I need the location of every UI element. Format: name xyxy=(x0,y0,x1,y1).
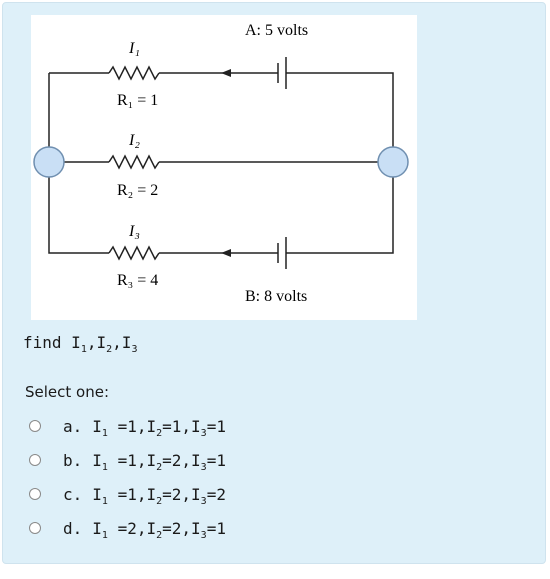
current-2-label: I₂ xyxy=(128,132,140,149)
select-prompt: Select one: xyxy=(25,383,110,401)
current-1-label: I₁ xyxy=(128,40,140,57)
question-sub-2: 2 xyxy=(106,344,113,355)
option-b[interactable]: b. I1 =1,I2=2,I3=1 xyxy=(29,443,429,477)
current-arrow-3 xyxy=(221,249,231,257)
top-wire-right xyxy=(286,72,394,162)
option-letter: c. xyxy=(63,484,83,504)
circuit-figure: A: 5 volts I₁ R₁ = 1 I₂ R₂ = 2 I₃ R₃ = 4… xyxy=(31,15,417,320)
option-text: I1 =1,I2=2,I3=1 xyxy=(92,450,226,473)
resistor-3-label: R₃ = 4 xyxy=(117,272,158,289)
question-text: find I1,I2,I3 xyxy=(23,333,138,355)
option-letter: b. xyxy=(63,450,83,470)
question-sep-1: , xyxy=(86,333,97,352)
resistor-2-label: R₂ = 2 xyxy=(117,182,158,199)
circuit-diagram: A: 5 volts I₁ R₁ = 1 I₂ R₂ = 2 I₃ R₃ = 4… xyxy=(33,22,409,305)
battery-b-symbol xyxy=(277,237,287,269)
left-node xyxy=(33,146,65,178)
answer-options: a. I1 =1,I2=1,I3=1 b. I1 =1,I2=2,I3=1 c.… xyxy=(29,409,429,545)
question-panel: A: 5 volts I₁ R₁ = 1 I₂ R₂ = 2 I₃ R₃ = 4… xyxy=(2,2,546,564)
option-text: I1 =1,I2=2,I3=2 xyxy=(92,484,226,507)
option-text: I1 =1,I2=1,I3=1 xyxy=(92,416,226,439)
radio-button-a[interactable] xyxy=(29,420,41,432)
radio-button-d[interactable] xyxy=(29,522,41,534)
option-text: I1 =2,I2=2,I3=1 xyxy=(92,518,226,541)
radio-button-c[interactable] xyxy=(29,488,41,500)
question-sub-3: 3 xyxy=(131,344,138,355)
resistor-3-symbol xyxy=(108,245,160,261)
option-c[interactable]: c. I1 =1,I2=2,I3=2 xyxy=(29,477,429,511)
bottom-branch-wire xyxy=(48,162,109,254)
option-letter: d. xyxy=(63,518,83,538)
option-d[interactable]: d. I1 =2,I2=2,I3=1 xyxy=(29,511,429,545)
battery-b-label: B: 8 volts xyxy=(245,288,307,305)
current-3-label: I₃ xyxy=(128,223,140,240)
question-var-3: I xyxy=(121,333,132,352)
battery-a-label: A: 5 volts xyxy=(245,22,308,39)
current-arrow-1 xyxy=(221,69,231,77)
battery-a-symbol xyxy=(277,57,287,89)
option-a[interactable]: a. I1 =1,I2=1,I3=1 xyxy=(29,409,429,443)
resistor-1-symbol xyxy=(108,65,160,81)
question-prefix: find xyxy=(23,333,62,352)
right-node xyxy=(377,146,409,178)
resistor-2-symbol xyxy=(108,154,160,170)
question-sub-1: 1 xyxy=(80,344,87,355)
question-sep-2: , xyxy=(112,333,122,352)
bottom-wire-right xyxy=(286,162,394,254)
question-var-1: I xyxy=(71,333,81,352)
radio-button-b[interactable] xyxy=(29,454,41,466)
option-letter: a. xyxy=(63,416,83,436)
resistor-1-label: R₁ = 1 xyxy=(117,92,158,109)
question-var-2: I xyxy=(96,333,107,352)
